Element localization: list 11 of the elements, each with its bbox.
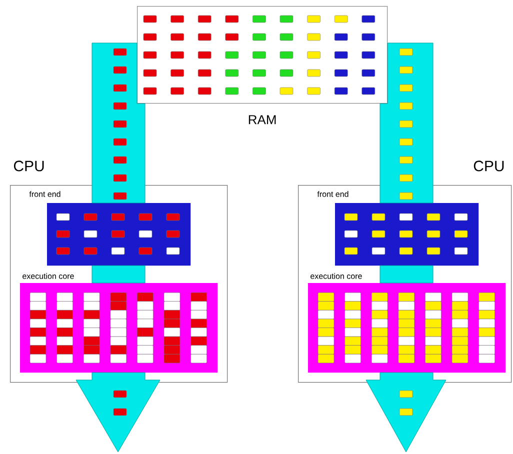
flow-arrow (366, 372, 446, 452)
box-label: RAM (248, 115, 276, 124)
box-label: CPU (14, 160, 44, 172)
flow-arrow (92, 265, 146, 284)
box-label: front end (317, 191, 348, 197)
box-label: CPU (474, 160, 504, 172)
flow-arrow (76, 372, 160, 452)
box-label: execution core (22, 273, 74, 279)
box-label: front end (29, 191, 60, 197)
box-label: execution core (310, 273, 362, 279)
flow-arrow (380, 265, 434, 284)
